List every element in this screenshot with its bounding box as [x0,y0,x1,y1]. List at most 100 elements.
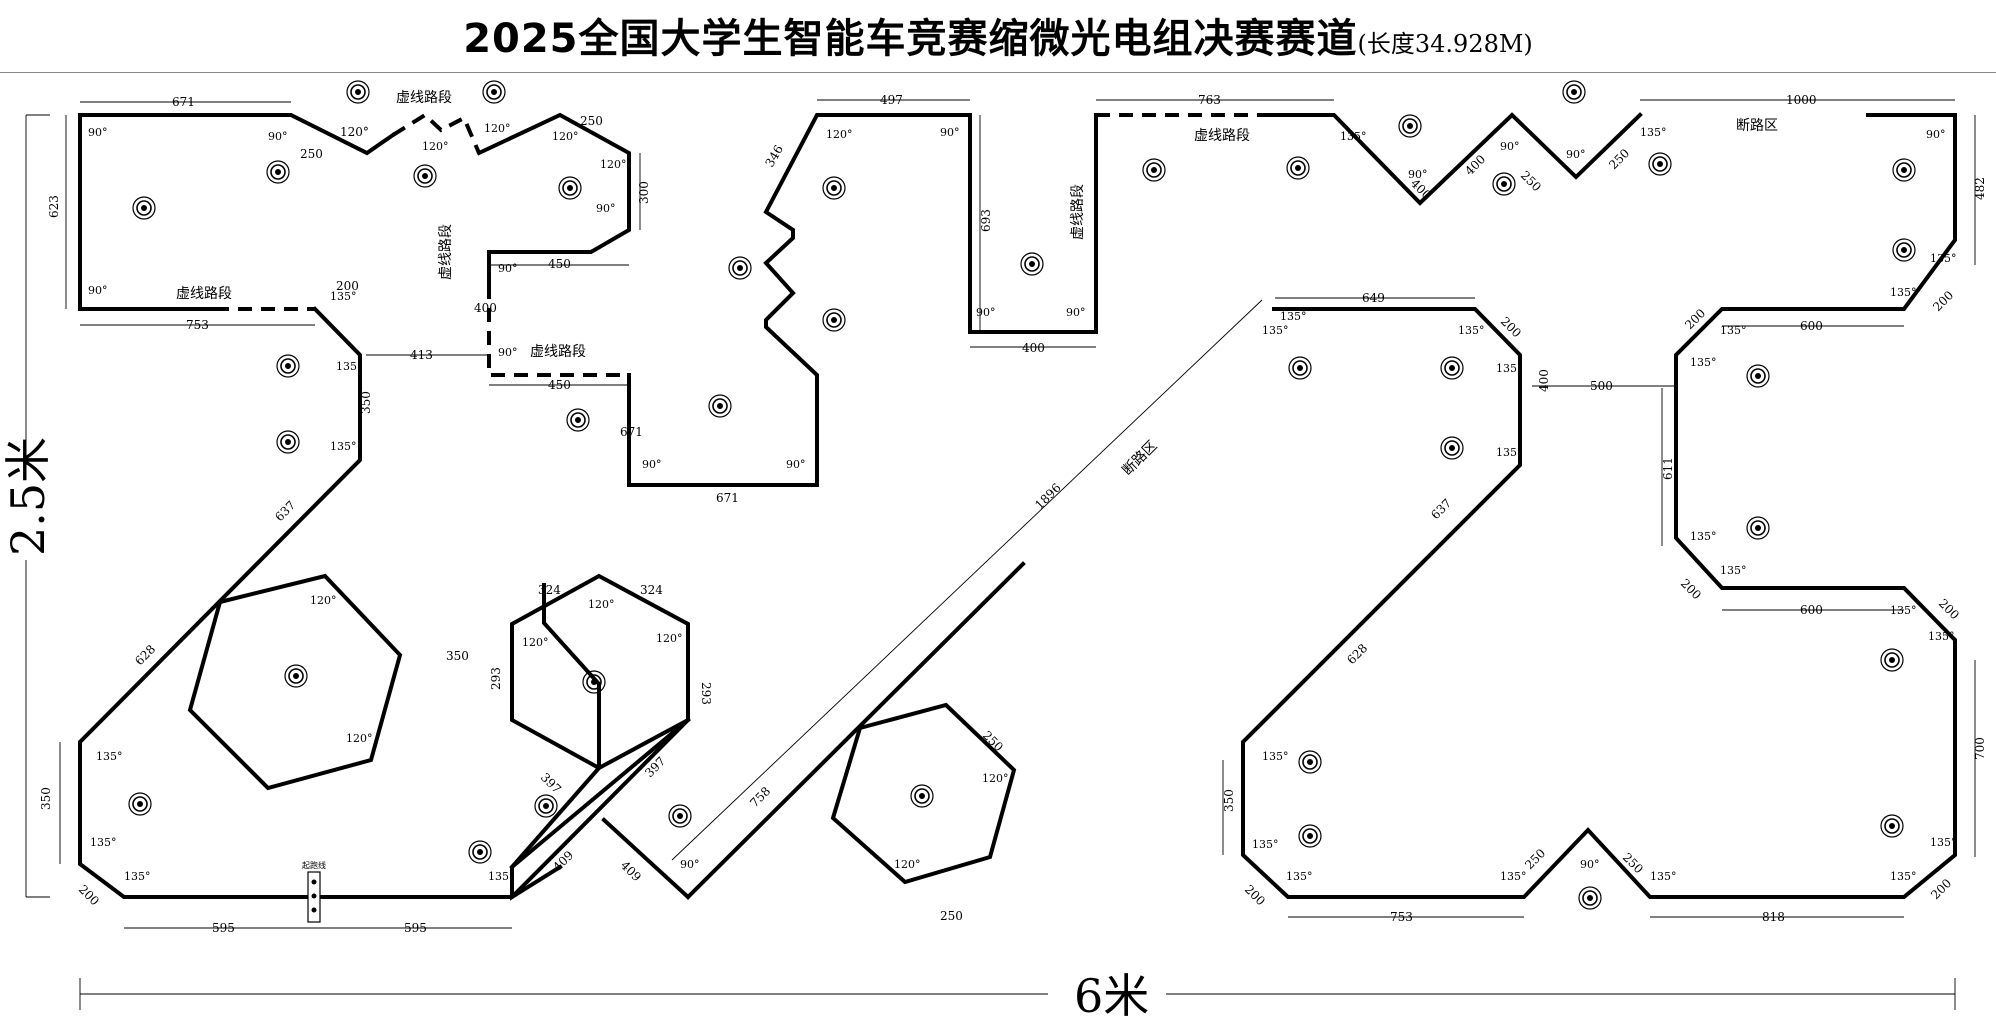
angle-label: 135° [1340,130,1367,143]
start-label: 起跑线 [302,860,326,870]
beacon-markers [128,80,1916,910]
dim-label: 671 [716,491,739,505]
dim-label: 350 [1222,789,1236,812]
angle-labels: 90° 90° 90° 90° 90° 90° 90° 90° 90° 90° … [88,122,1957,883]
dim-label: 200 [336,279,359,293]
dim-label: 763 [1198,93,1221,107]
angle-label: 90° [88,284,108,297]
dim-label: 346 [762,143,786,170]
beacon-icon [1648,152,1672,176]
angle-label: 90° [498,262,518,275]
dim-label: 758 [747,784,773,810]
dashed-label: 虚线路段 [530,344,586,360]
angle-label: 90° [642,458,662,471]
angle-label: 120° [310,594,337,607]
dim-label: 250 [1620,850,1646,876]
angle-label: 120° [422,140,449,153]
dim-label: 250 [300,147,323,161]
width-label: 6米 [1074,969,1149,1023]
angle-label: 90° [1580,858,1600,871]
angle-label: 135° [1890,604,1917,617]
beacon-icon [346,80,370,104]
dim-label: 250 [1522,846,1548,872]
beacon-icon [582,670,606,694]
angle-label: 90° [268,130,288,143]
angle-label: 120° [982,772,1009,785]
hexagon-track [510,573,690,771]
beacon-icon [482,80,506,104]
dim-label: 200 [1242,882,1268,908]
dim-label: 120° [340,125,369,139]
angle-label: 135° [1286,870,1313,883]
title-rule [0,72,1996,73]
dashed-label: 虚线路段 [176,286,232,302]
dim-label: 595 [212,921,235,935]
track-segment [510,717,691,901]
beacon-icon [1578,886,1602,910]
angle-label: 135° [488,870,515,883]
angle-label: 90° [680,858,700,871]
dim-label: 200 [1678,576,1704,602]
beacon-icon [1020,252,1044,276]
angle-label: 135° [1280,310,1307,323]
track-lines [78,112,1957,901]
dim-label: 250 [940,909,963,923]
dim-label: 400 [1537,369,1551,392]
dim-label: 693 [979,209,993,232]
track-segment [601,817,691,900]
start-line [307,871,321,923]
dashed-label: 虚线路段 [1194,128,1250,144]
dim-label: 293 [489,667,503,690]
beacon-icon [708,394,732,418]
dim-label: 250 [1518,168,1544,194]
dashed-segments [215,112,1270,377]
beacon-icon [1746,364,1770,388]
dim-label: 623 [47,195,61,218]
dim-label: 753 [1390,910,1413,924]
dim-label: 397 [538,770,564,796]
angle-label: 90° [786,458,806,471]
beacon-icon [822,308,846,332]
dim-label: 600 [1800,319,1823,333]
angle-label: 135° [96,750,123,763]
angle-label: 135° [336,360,363,373]
angle-label: 135° [1890,286,1917,299]
angle-label: 135° [1496,362,1523,375]
dim-label: 637 [1428,496,1454,522]
beacon-icon [1286,156,1310,180]
title-length: (长度34.928M) [1357,30,1533,58]
angle-label: 90° [1566,148,1586,161]
dashed-track [487,285,629,377]
dim-label: 1896 [1032,481,1063,512]
angle-label: 135° [1930,836,1957,849]
beacon-icon [1492,172,1516,196]
beacon-icon [1398,114,1422,138]
track-segment [78,113,396,156]
beacon-icon [276,354,300,378]
hexagon-track [830,702,1017,885]
beacon-icon [534,794,558,818]
dashed-label: 虚线路段 [438,224,454,280]
angle-label: 90° [1926,128,1946,141]
break-label: 断路区 [1736,118,1778,134]
dim-label: 671 [620,425,643,439]
angle-label: 135° [1720,324,1747,337]
angle-label: 135° [1650,870,1677,883]
track-segment [685,561,1026,900]
angle-label: 135° [330,440,357,453]
dim-label: 450 [548,257,571,271]
beacon-icon [558,176,582,200]
track-segment [509,583,601,870]
dim-label: 600 [1800,603,1823,617]
angle-label: 120° [588,598,615,611]
height-label: 2.5米 [1,437,55,556]
dim-label: 250 [980,728,1006,754]
track-segment [627,113,1098,487]
beacon-icon [910,784,934,808]
track-segment [1268,112,1643,206]
dim-label: 649 [1362,291,1385,305]
dim-label: 250 [1606,146,1632,172]
beacon-icon [1880,814,1904,838]
angle-label: 120° [894,858,921,871]
